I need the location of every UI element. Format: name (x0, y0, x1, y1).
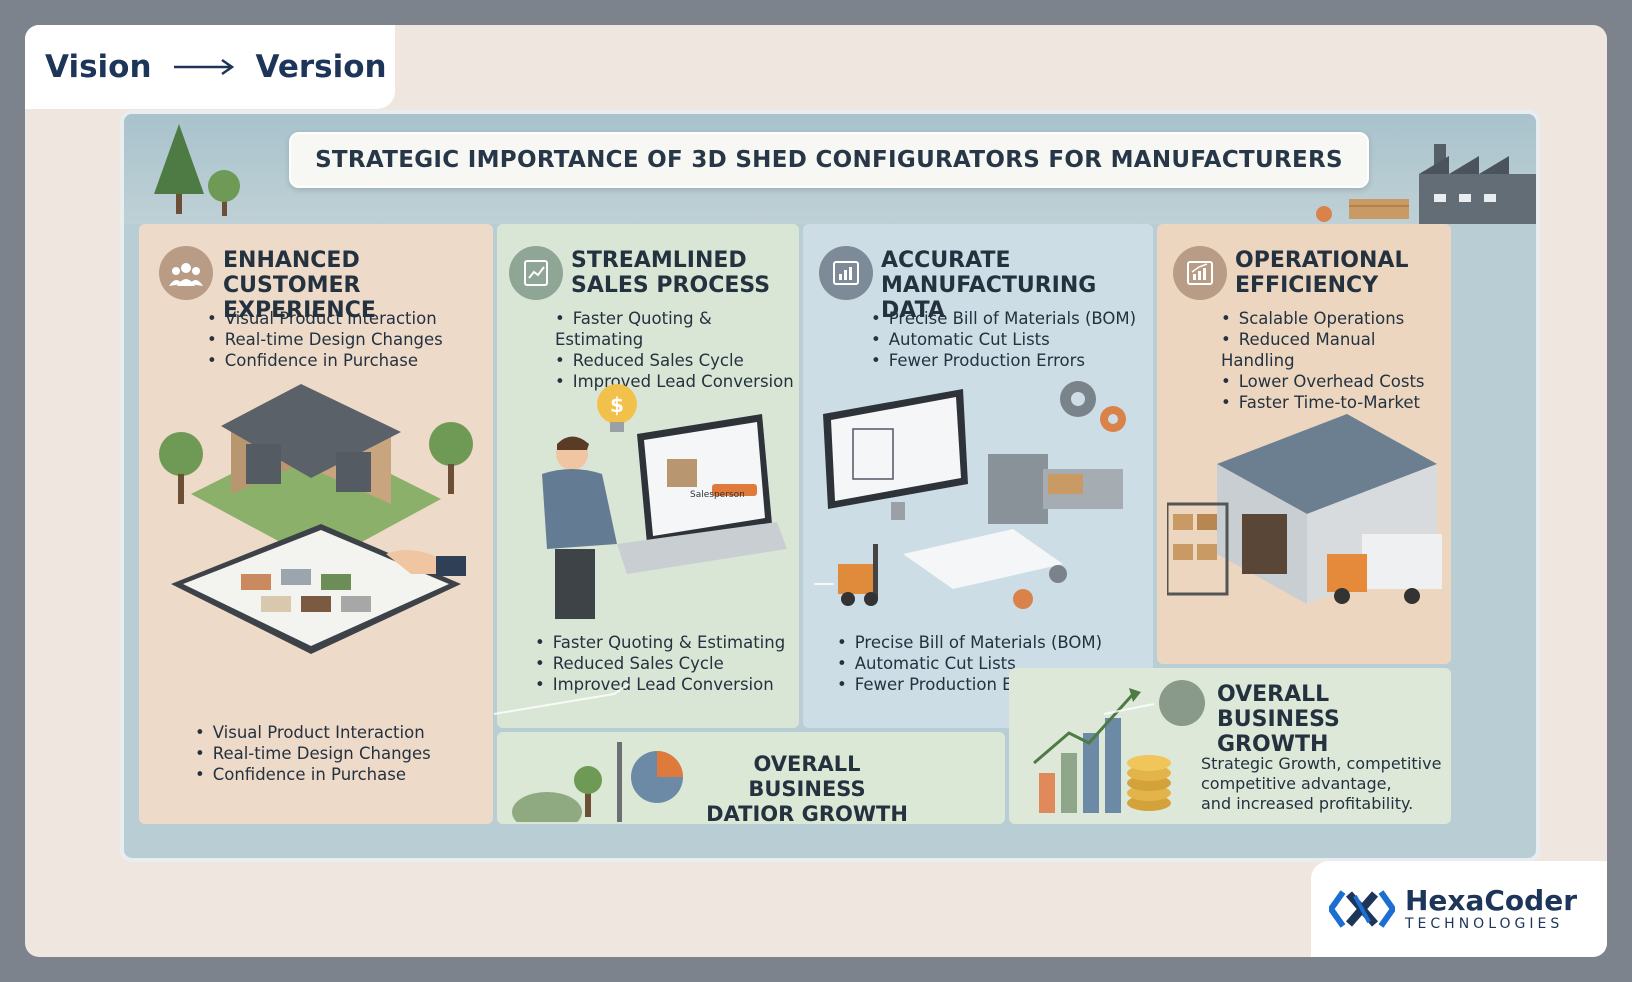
logo-name: HexaCoder (1405, 884, 1578, 917)
screen-label: Salesperson (690, 490, 745, 500)
infographic-frame: STRATEGIC IMPORTANCE OF 3D SHED CONFIGUR… (120, 110, 1540, 862)
people-icon (159, 246, 213, 300)
infographic-card: Vision Version (25, 25, 1607, 957)
title-line: DATIOR GROWTH (706, 802, 908, 824)
svg-text:$: $ (610, 393, 624, 417)
panel-growth-center: OVERALL BUSINESS DATIOR GROWTH (497, 732, 1005, 824)
bullet-list-bottom: Visual Product Interaction Real-time Des… (195, 722, 431, 785)
panel-title: ACCURATE MANUFACTURING DATA (881, 248, 1153, 323)
title-line: SALES PROCESS (571, 273, 771, 298)
list-item: Reduced Sales Cycle (555, 350, 799, 371)
text-line: Strategic Growth, competitive (1201, 754, 1442, 773)
title-line: OVERALL BUSINESS (748, 752, 866, 801)
title-line: ENHANCED CUSTOMER (223, 248, 361, 298)
factory-illustration (1316, 144, 1536, 224)
title-line: ACCURATE (881, 248, 1011, 273)
panel-title: STREAMLINED SALES PROCESS (571, 248, 770, 298)
flow-arrows (493, 583, 1155, 715)
salesperson-laptop-illustration: $ (542, 384, 787, 619)
list-item: Real-time Design Changes (195, 743, 431, 764)
bullet-list-bottom: Faster Quoting & Estimating Reduced Sale… (535, 632, 785, 695)
hexacoder-logo: HexaCoder TECHNOLOGIES (1311, 861, 1607, 957)
panel-title: OVERALL BUSINESS GROWTH (1217, 682, 1451, 757)
panel-title: OPERATIONAL EFFICIENCY (1235, 248, 1408, 298)
list-item: Precise Bill of Materials (BOM) (871, 308, 1136, 329)
manufacturing-illustration (823, 381, 1126, 609)
list-item: Reduced Manual Handling (1221, 329, 1451, 371)
vision-word: Vision (45, 49, 152, 85)
panel-operational-efficiency: OPERATIONAL EFFICIENCY Scalable Operatio… (1157, 224, 1451, 664)
infographic-title: STRATEGIC IMPORTANCE OF 3D SHED CONFIGUR… (315, 147, 1343, 173)
list-item: Automatic Cut Lists (837, 653, 1102, 674)
list-item: Automatic Cut Lists (871, 329, 1136, 350)
chart-doc-icon (509, 246, 563, 300)
list-item: Visual Product Interaction (195, 722, 431, 743)
logo-text: HexaCoder TECHNOLOGIES (1405, 884, 1578, 933)
list-item: Confidence in Purchase (207, 350, 443, 371)
growth-bars-coins-illustration (1033, 688, 1171, 813)
list-item: Reduced Sales Cycle (535, 653, 785, 674)
growth-center-title: OVERALL BUSINESS DATIOR GROWTH (697, 752, 917, 824)
title-line: GROWTH (1217, 732, 1329, 757)
growth-text: Strategic Growth, competitive competitiv… (1201, 754, 1441, 814)
right-arrow-icon (173, 58, 234, 76)
bullet-list: Scalable Operations Reduced Manual Handl… (1221, 308, 1451, 413)
list-item: Visual Product Interaction (207, 308, 443, 329)
bar-chart-icon (819, 246, 873, 300)
list-item: Fewer Production Errors (871, 350, 1136, 371)
list-item: Faster Quoting & Estimating (555, 308, 799, 350)
hexacoder-logo-icon (1329, 890, 1395, 928)
list-item: Precise Bill of Materials (BOM) (837, 632, 1102, 653)
chart-landscape-illustration (512, 742, 683, 822)
list-item: Scalable Operations (1221, 308, 1451, 329)
text-line: competitive advantage, (1201, 774, 1392, 793)
trees-illustration (154, 124, 240, 216)
logo-sub: TECHNOLOGIES (1405, 916, 1564, 932)
title-line: EFFICIENCY (1235, 273, 1379, 298)
version-word: Version (255, 49, 387, 85)
vision-version-header: Vision Version (25, 25, 395, 109)
bullet-list: Precise Bill of Materials (BOM) Automati… (871, 308, 1136, 371)
bullet-list-bottom: Precise Bill of Materials (BOM) Automati… (837, 632, 1102, 695)
shed-tablet-illustration (159, 384, 473, 654)
panel-sales-process: STREAMLINED SALES PROCESS Faster Quoting… (497, 224, 799, 728)
list-item: Lower Overhead Costs (1221, 371, 1451, 392)
list-item: Faster Quoting & Estimating (535, 632, 785, 653)
list-item: Fewer Production Errors (837, 674, 1102, 695)
bullet-list: Faster Quoting & Estimating Reduced Sale… (555, 308, 799, 392)
panel-manufacturing-data: ACCURATE MANUFACTURING DATA Precise Bill… (803, 224, 1153, 728)
growth-circle-icon (1159, 680, 1205, 726)
title-line: OVERALL BUSINESS (1217, 682, 1340, 732)
warehouse-truck-illustration (1167, 414, 1442, 604)
list-item: Confidence in Purchase (195, 764, 431, 785)
title-line: OPERATIONAL (1235, 248, 1409, 273)
list-item: Improved Lead Conversion (535, 674, 785, 695)
growth-chart-icon (1173, 246, 1227, 300)
title-line: STREAMLINED (571, 248, 747, 273)
text-line: and increased profitability. (1201, 794, 1414, 813)
list-item: Real-time Design Changes (207, 329, 443, 350)
panel-business-growth: OVERALL BUSINESS GROWTH Strategic Growth… (1009, 668, 1451, 824)
bullet-list: Visual Product Interaction Real-time Des… (207, 308, 443, 371)
panel-customer-experience: ENHANCED CUSTOMER EXPERIENCE Visual Prod… (139, 224, 493, 824)
title-banner: STRATEGIC IMPORTANCE OF 3D SHED CONFIGUR… (289, 132, 1369, 188)
list-item: Faster Time-to-Market (1221, 392, 1451, 413)
list-item: Improved Lead Conversion (555, 371, 799, 392)
